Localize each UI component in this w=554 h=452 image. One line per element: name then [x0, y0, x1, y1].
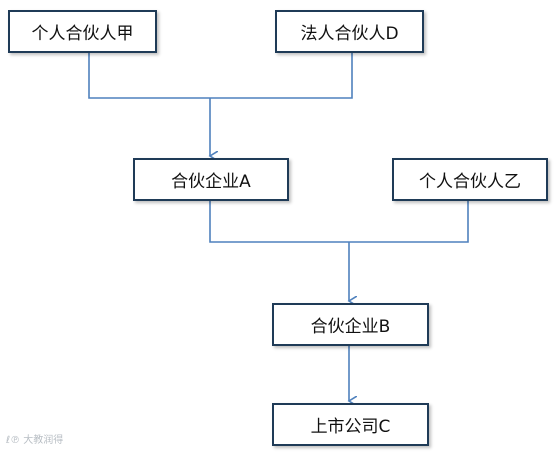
node-label: 合伙企业B [310, 317, 391, 337]
node-partnership-a: 合伙企业A [133, 158, 289, 201]
connector-jia-d-to-a [88, 53, 353, 99]
node-partnership-b: 合伙企业B [272, 303, 429, 346]
node-label: 个人合伙人乙 [419, 172, 521, 192]
watermark: ℓ℗ 大教润得 [6, 435, 64, 446]
node-label: 个人合伙人甲 [31, 24, 134, 44]
node-label: 法人合伙人D [300, 24, 399, 44]
node-label: 上市公司C [310, 417, 391, 437]
node-individual-partner-jia: 个人合伙人甲 [8, 10, 157, 53]
node-individual-partner-yi: 个人合伙人乙 [392, 158, 548, 201]
node-corporate-partner-d: 法人合伙人D [275, 10, 424, 53]
connector-a-yi-to-b [209, 201, 469, 243]
node-label: 合伙企业A [171, 172, 251, 192]
node-listed-company-c: 上市公司C [272, 403, 429, 446]
